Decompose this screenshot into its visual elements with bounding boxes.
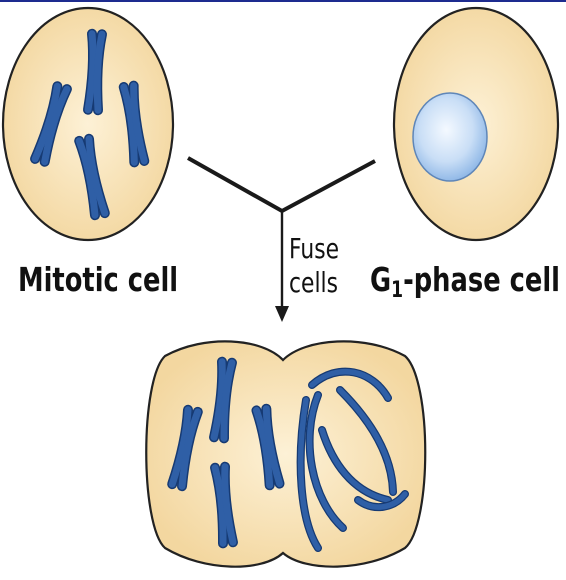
arrow-head <box>275 306 289 322</box>
fuse-label-line2: cells <box>289 266 338 299</box>
fusion-merge-lines <box>187 156 376 214</box>
g1-label-prefix: G <box>370 260 392 299</box>
chromosome <box>88 34 102 110</box>
nucleus <box>412 92 488 182</box>
top-rule <box>0 0 566 2</box>
fused-cell <box>145 340 427 568</box>
mitotic-cell-membrane <box>1 6 175 242</box>
condensed-chromatin-threads <box>296 367 409 552</box>
mitotic-cell <box>1 6 175 242</box>
g1-label-subscript: 1 <box>391 278 404 303</box>
g1-phase-cell <box>392 6 560 242</box>
mitotic-cell-label: Mitotic cell <box>18 260 179 299</box>
g1-label-suffix: -phase cell <box>403 260 560 299</box>
g1-phase-cell-label: G1-phase cell <box>370 260 560 303</box>
fuse-label-line1: Fuse <box>289 232 340 265</box>
fusion-arrow <box>187 156 376 322</box>
fuse-cells-label: Fuse cells <box>289 232 339 300</box>
